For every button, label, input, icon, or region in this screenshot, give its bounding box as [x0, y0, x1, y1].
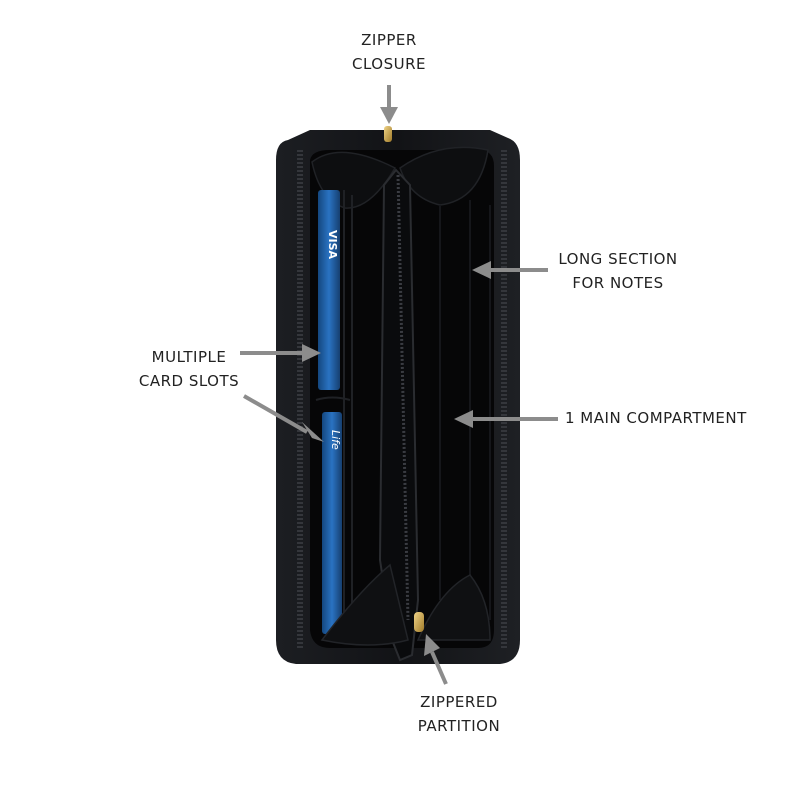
label-main-compartment: 1 MAIN COMPARTMENT	[565, 406, 755, 430]
label-long-section: LONG SECTION FOR NOTES	[553, 247, 683, 295]
arrow-zipper-closure-head	[380, 107, 398, 124]
card-text-top: VISA	[326, 230, 339, 260]
card-slot-top	[318, 190, 340, 390]
label-zippered-partition-line-2: PARTITION	[417, 717, 501, 735]
label-long-section-line-2: FOR NOTES	[572, 274, 664, 292]
card-pocket-lines	[315, 190, 353, 640]
label-zipper-closure-line-1: ZIPPER	[361, 31, 417, 49]
arrow-main-compartment-head	[454, 410, 473, 428]
label-long-section-line-1: LONG SECTION	[558, 250, 678, 268]
arrow-zippered-partition-head	[424, 634, 440, 656]
zipper-pull-top	[384, 126, 392, 142]
arrow-card-slots-2-head	[302, 422, 324, 442]
arrow-zippered-partition	[430, 651, 448, 685]
label-card-slots: MULTIPLE CARD SLOTS	[125, 345, 253, 393]
arrow-card-slots-1-head	[302, 344, 321, 362]
label-zipper-closure-line-2: CLOSURE	[351, 55, 426, 73]
card-text-bottom: Life	[329, 430, 342, 450]
label-card-slots-line-1: MULTIPLE	[151, 348, 227, 366]
arrows	[240, 85, 558, 685]
label-main-compartment-line-1: 1 MAIN COMPARTMENT	[565, 409, 747, 427]
label-zipper-closure: ZIPPER CLOSURE	[330, 28, 448, 76]
label-zippered-partition: ZIPPERED PARTITION	[395, 690, 523, 738]
card-slot-bottom	[322, 412, 342, 634]
top-right-flap	[399, 146, 489, 206]
label-card-slots-line-2: CARD SLOTS	[138, 372, 240, 390]
zipper-pull-bottom	[414, 612, 424, 632]
bottom-fold-right	[416, 574, 491, 641]
arrow-card-slots-2	[243, 394, 308, 434]
bottom-fold	[320, 563, 409, 646]
label-zippered-partition-line-1: ZIPPERED	[420, 693, 498, 711]
arrow-long-section-head	[472, 261, 491, 279]
